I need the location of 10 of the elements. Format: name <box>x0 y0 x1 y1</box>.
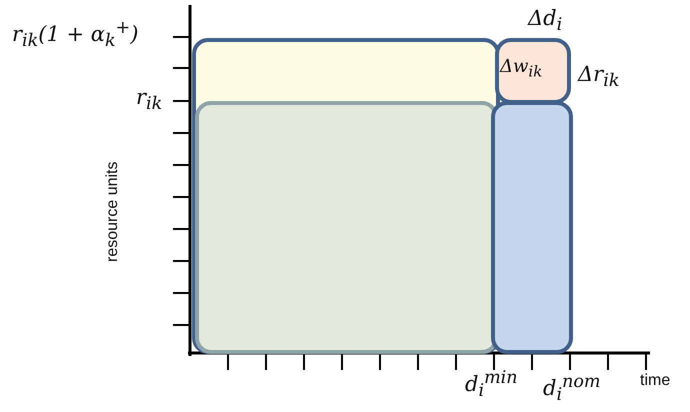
axis-label: r$_{ik}$(1 + α$_{k}$$^{+}$) <box>12 18 138 52</box>
area-box <box>192 38 500 354</box>
box-label: Δw$_{ik}$ <box>500 56 542 81</box>
area-box <box>491 101 573 354</box>
axis-title: time <box>640 372 670 390</box>
axis-label: r$_{ik}$ <box>136 85 162 114</box>
axis-title: resource units <box>104 162 122 262</box>
axis-label: Δd$_{i}$ <box>528 6 562 36</box>
axis-label: Δr$_{ik}$ <box>578 62 620 92</box>
task-box <box>495 38 571 104</box>
